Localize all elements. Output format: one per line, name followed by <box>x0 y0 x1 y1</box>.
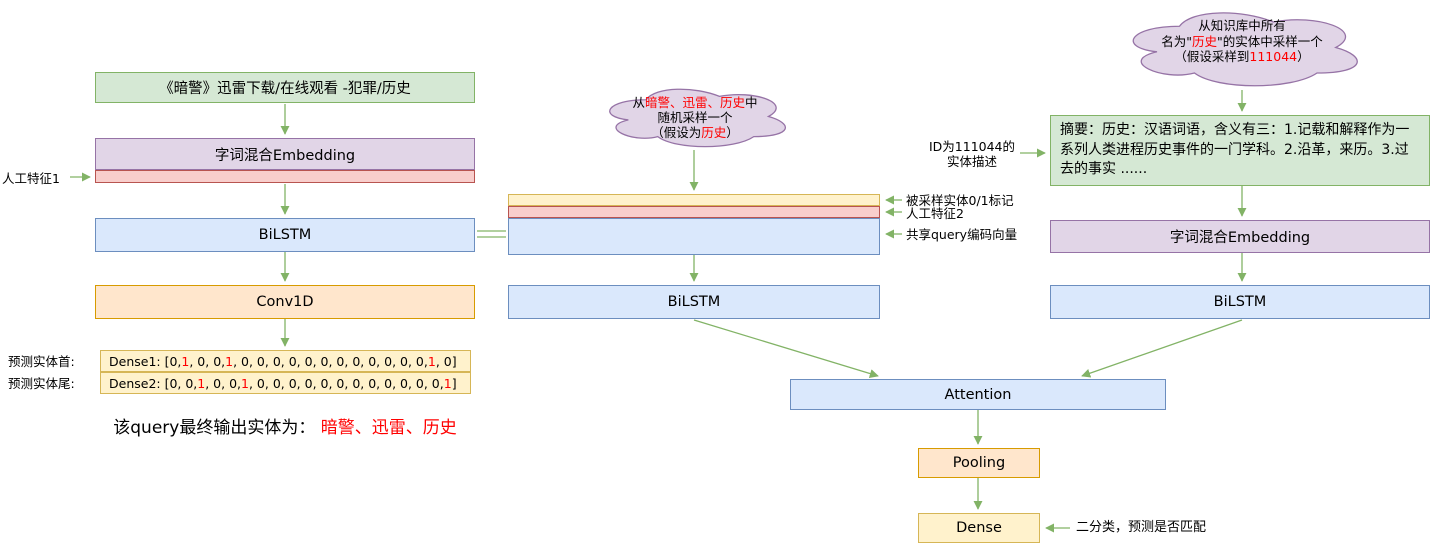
entity-mask-label: 被采样实体0/1标记 <box>906 193 1014 208</box>
dense-tail-label: 预测实体尾: <box>8 376 75 391</box>
sample-entity-cloud-text: 从暗警、迅雷、历史中 随机采样一个 （假设为历史） <box>597 95 793 140</box>
feature2-label: 人工特征2 <box>906 206 964 221</box>
pooling-box: Pooling <box>918 448 1040 478</box>
entity-description-label: ID为111044的 实体描述 <box>928 139 1016 169</box>
dense-head-label: 预测实体首: <box>8 354 75 369</box>
embedding-box-left: 字词混合Embedding <box>95 138 475 170</box>
bilstm-box-right: BiLSTM <box>1050 285 1430 319</box>
feature1-label: 人工特征1 <box>2 171 60 186</box>
cloud-line: （假设采样到111044） <box>1174 49 1310 64</box>
cloud-line: 随机采样一个 <box>657 110 733 125</box>
bilstm-box-middle: BiLSTM <box>508 285 880 319</box>
cloud-line: （假设为历史） <box>651 125 739 140</box>
bilstm-box-left: BiLSTM <box>95 218 475 252</box>
dense1-vector: Dense1: [0, 1, 0, 0, 1, 0, 0, 0, 0, 0, 0… <box>100 350 471 372</box>
feature2-strip <box>508 206 880 218</box>
entity-mask-strip <box>508 194 880 206</box>
arrow-mid-bilstm-to-attention <box>693 319 879 378</box>
binary-classification-label: 二分类，预测是否匹配 <box>1076 520 1207 535</box>
conv1d-box: Conv1D <box>95 285 475 319</box>
kb-sample-cloud <box>1117 5 1367 90</box>
cloud-line: 从暗警、迅雷、历史中 <box>632 95 758 110</box>
shared-query-encoding-box <box>508 218 880 255</box>
shared-query-label: 共享query编码向量 <box>906 227 1018 242</box>
query-box: 《暗警》迅雷下载/在线观看 -犯罪/历史 <box>95 72 475 103</box>
entity-summary-box: 摘要：历史：汉语词语，含义有三：1.记载和解释作为一系列人类进程历史事件的一门学… <box>1050 115 1430 186</box>
dense2-vector: Dense2: [0, 0, 1, 0, 0, 1, 0, 0, 0, 0, 0… <box>100 372 471 394</box>
embedding-box-right: 字词混合Embedding <box>1050 220 1430 253</box>
kb-sample-cloud-text: 从知识库中所有 名为"历史"的实体中采样一个 （假设采样到111044） <box>1117 18 1367 65</box>
sample-entity-cloud <box>597 83 793 150</box>
arrow-right-bilstm-to-attention <box>1081 319 1243 378</box>
final-entities-text: 该query最终输出实体为： 暗警、迅雷、历史 <box>113 418 457 438</box>
cloud-line: 从知识库中所有 <box>1198 18 1286 33</box>
dense-box: Dense <box>918 513 1040 543</box>
attention-box: Attention <box>790 379 1166 410</box>
cloud-line: 名为"历史"的实体中采样一个 <box>1161 33 1323 49</box>
feature1-strip <box>95 170 475 183</box>
